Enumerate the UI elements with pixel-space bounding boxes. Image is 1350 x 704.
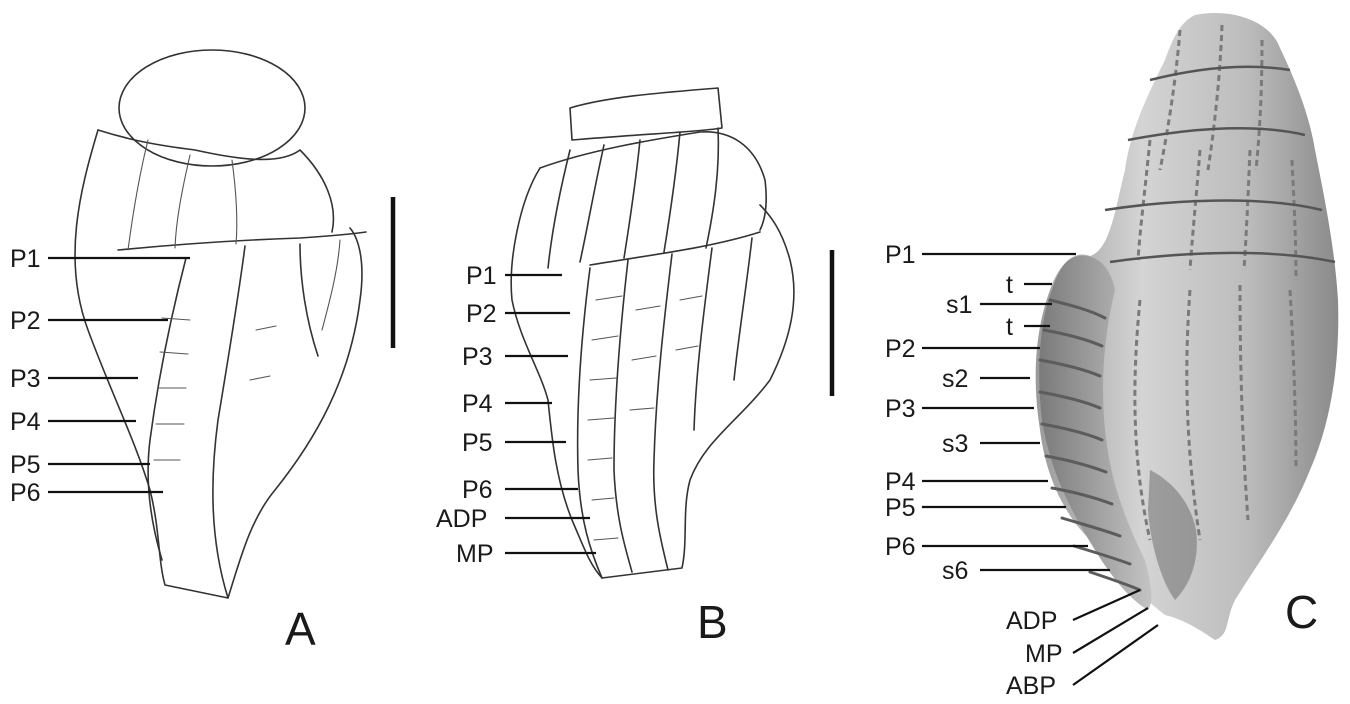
label-b-p4: P4 <box>462 390 493 418</box>
panel-letter-a: A <box>285 603 316 655</box>
label-c-p4: P4 <box>885 468 916 496</box>
label-b-p6: P6 <box>462 476 493 504</box>
label-b-p3: P3 <box>462 343 493 371</box>
label-c-adp: ADP <box>1006 607 1057 635</box>
label-a-p6: P6 <box>10 479 41 507</box>
label-a-p1: P1 <box>10 245 41 273</box>
label-c-t1: t <box>1006 271 1013 299</box>
label-c-t2: t <box>1006 313 1013 341</box>
label-c-p2: P2 <box>885 335 916 363</box>
label-b-p1: P1 <box>466 262 497 290</box>
panel-letter-b: B <box>697 596 728 648</box>
label-a-p5: P5 <box>10 451 41 479</box>
label-b-p2: P2 <box>466 300 497 328</box>
label-c-mp: MP <box>1025 640 1063 668</box>
panel-letter-c: C <box>1285 586 1318 638</box>
label-c-s3: s3 <box>942 430 968 458</box>
panel-a-leaders <box>48 258 190 492</box>
label-c-p6: P6 <box>885 533 916 561</box>
label-b-mp: MP <box>456 540 494 568</box>
label-b-adp: ADP <box>436 505 487 533</box>
label-b-p5: P5 <box>462 429 493 457</box>
panel-b-labels: P1 P2 P3 P4 P5 P6 ADP MP <box>436 262 497 568</box>
label-a-p4: P4 <box>10 408 41 436</box>
label-c-p1: P1 <box>885 241 916 269</box>
label-a-p3: P3 <box>10 365 41 393</box>
label-c-s6: s6 <box>942 557 968 585</box>
label-c-p5: P5 <box>885 494 916 522</box>
label-a-p2: P2 <box>10 307 41 335</box>
label-c-s1: s1 <box>946 291 972 319</box>
panel-a-drawing <box>75 50 366 598</box>
panel-a-labels: P1 P2 P3 P4 P5 P6 <box>10 245 41 507</box>
panel-c-labels: P1 t s1 t P2 s2 P3 s3 P4 P5 P6 s6 ADP MP… <box>885 241 1063 700</box>
label-c-abp: ABP <box>1006 672 1056 700</box>
panel-b-drawing <box>511 88 794 578</box>
label-c-s2: s2 <box>942 365 968 393</box>
label-c-p3: P3 <box>885 395 916 423</box>
